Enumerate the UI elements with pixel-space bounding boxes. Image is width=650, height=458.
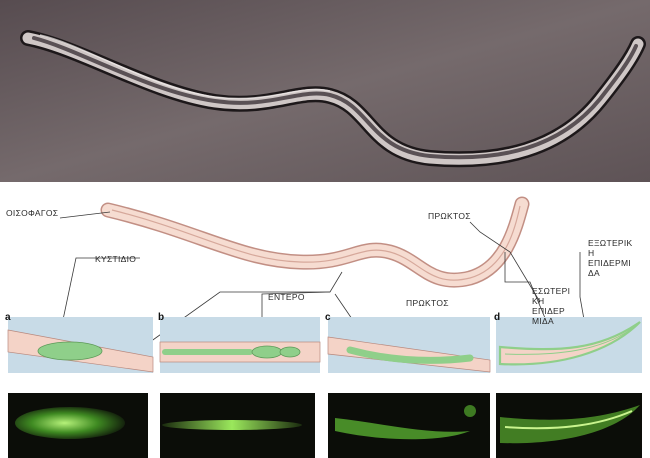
label-esophagus: ΟΙΣΟΦΑΓΟΣ (6, 208, 58, 218)
panel-a (8, 317, 153, 373)
fluor-panel-b (160, 393, 315, 458)
fluor-panel-c (328, 393, 490, 458)
panel-label-a: a (5, 312, 11, 323)
label-intestine: ΕΝΤΕΡΟ (268, 292, 305, 302)
panel-label-d: d (494, 312, 500, 323)
fluorescence-panels (0, 393, 650, 458)
label-bladder: ΚΥΣΤΙΔΙΟ (95, 254, 136, 264)
panel-c (328, 317, 490, 373)
fluor-panel-d (496, 393, 642, 458)
label-anus-panel: ΠΡΩΚΤΟΣ (406, 298, 449, 308)
label-outer-epidermis: ΕΞΩΤΕΡΙΚ Η ΕΠΙΔΕΡΜΙ ΔΑ (588, 238, 633, 278)
worm-micrograph (0, 0, 650, 182)
label-anus-top: ΠΡΩΚΤΟΣ (428, 211, 471, 221)
label-inner-epidermis: ΕΣΩΤΕΡΙ ΚΗ ΕΠΙΔΕΡ ΜΙΔΑ (532, 286, 570, 326)
panel-label-c: c (325, 312, 331, 323)
fluor-panel-a (8, 393, 148, 458)
bladder-shape (38, 342, 102, 360)
panel-b (160, 317, 320, 373)
panel-label-b: b (158, 312, 164, 323)
